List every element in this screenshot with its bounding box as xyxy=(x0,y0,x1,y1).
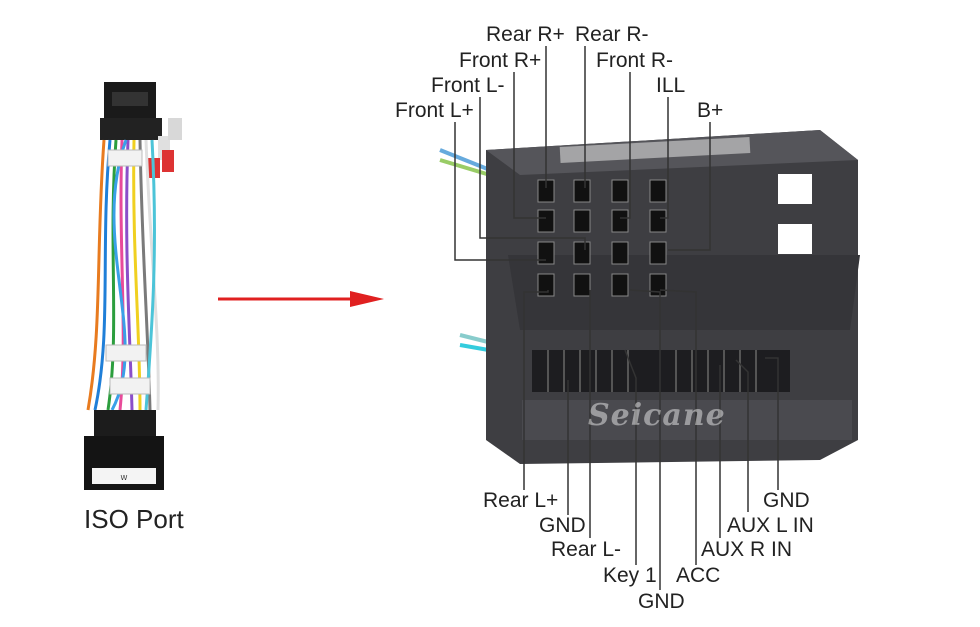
label-gnd-1: GND xyxy=(539,514,586,537)
red-arrow-icon xyxy=(218,291,384,307)
label-front-l-minus: Front L- xyxy=(431,74,505,97)
leader-lines xyxy=(454,46,779,590)
caption-iso-port: ISO Port xyxy=(84,504,184,534)
wire-harness-image: W xyxy=(84,82,182,490)
label-rear-r-plus: Rear R+ xyxy=(486,23,565,46)
label-front-l-plus: Front L+ xyxy=(395,99,474,122)
label-front-r-plus: Front R+ xyxy=(459,49,542,72)
label-rear-r-minus: Rear R- xyxy=(575,23,649,46)
label-acc: ACC xyxy=(676,564,721,587)
label-ill: ILL xyxy=(656,74,686,97)
label-key1: Key 1 xyxy=(603,564,657,587)
iso-connector-image xyxy=(439,130,860,464)
label-gnd-3: GND xyxy=(763,489,810,512)
label-rear-l-plus: Rear L+ xyxy=(483,489,559,512)
label-front-r-minus: Front R- xyxy=(596,49,674,72)
label-aux-r-in: AUX R IN xyxy=(701,538,793,561)
label-b-plus: B+ xyxy=(697,99,724,122)
label-rear-l-minus: Rear L- xyxy=(551,538,622,561)
watermark: Seicane xyxy=(588,398,726,433)
svg-text:W: W xyxy=(121,474,128,482)
label-aux-l-in: AUX L IN xyxy=(727,514,814,537)
label-gnd-2: GND xyxy=(638,590,685,613)
